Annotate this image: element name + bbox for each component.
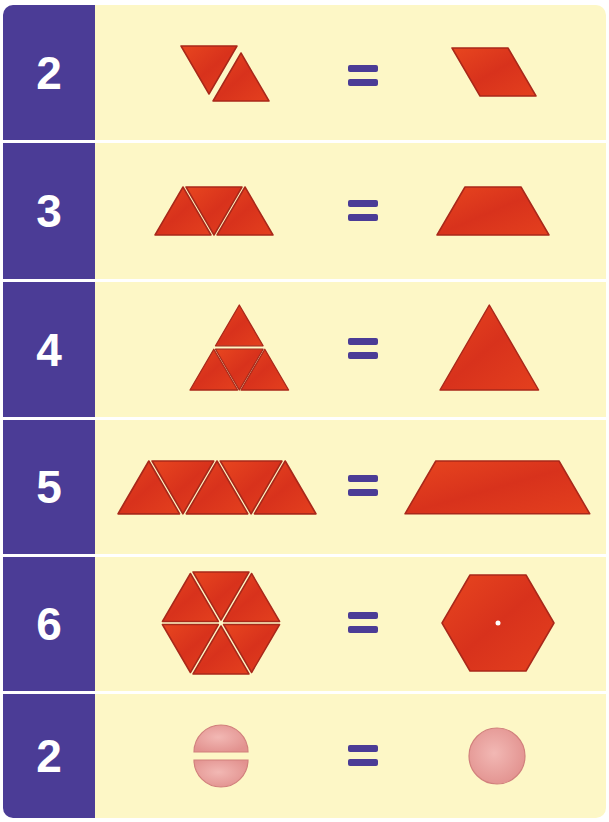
- count-number: 2: [36, 50, 62, 96]
- table-frame: 2 3 4 5 6 2: [3, 5, 606, 818]
- count-number: 3: [36, 188, 62, 234]
- number-cell: 2: [3, 694, 95, 818]
- count-number: 6: [36, 601, 62, 647]
- number-cell: 5: [3, 420, 95, 554]
- count-number: 4: [36, 327, 62, 373]
- number-cell: 2: [3, 5, 95, 140]
- count-number: 5: [36, 464, 62, 510]
- number-cell: 6: [3, 557, 95, 691]
- number-cell: 3: [3, 143, 95, 279]
- number-cell: 4: [3, 282, 95, 417]
- count-number: 2: [36, 733, 62, 779]
